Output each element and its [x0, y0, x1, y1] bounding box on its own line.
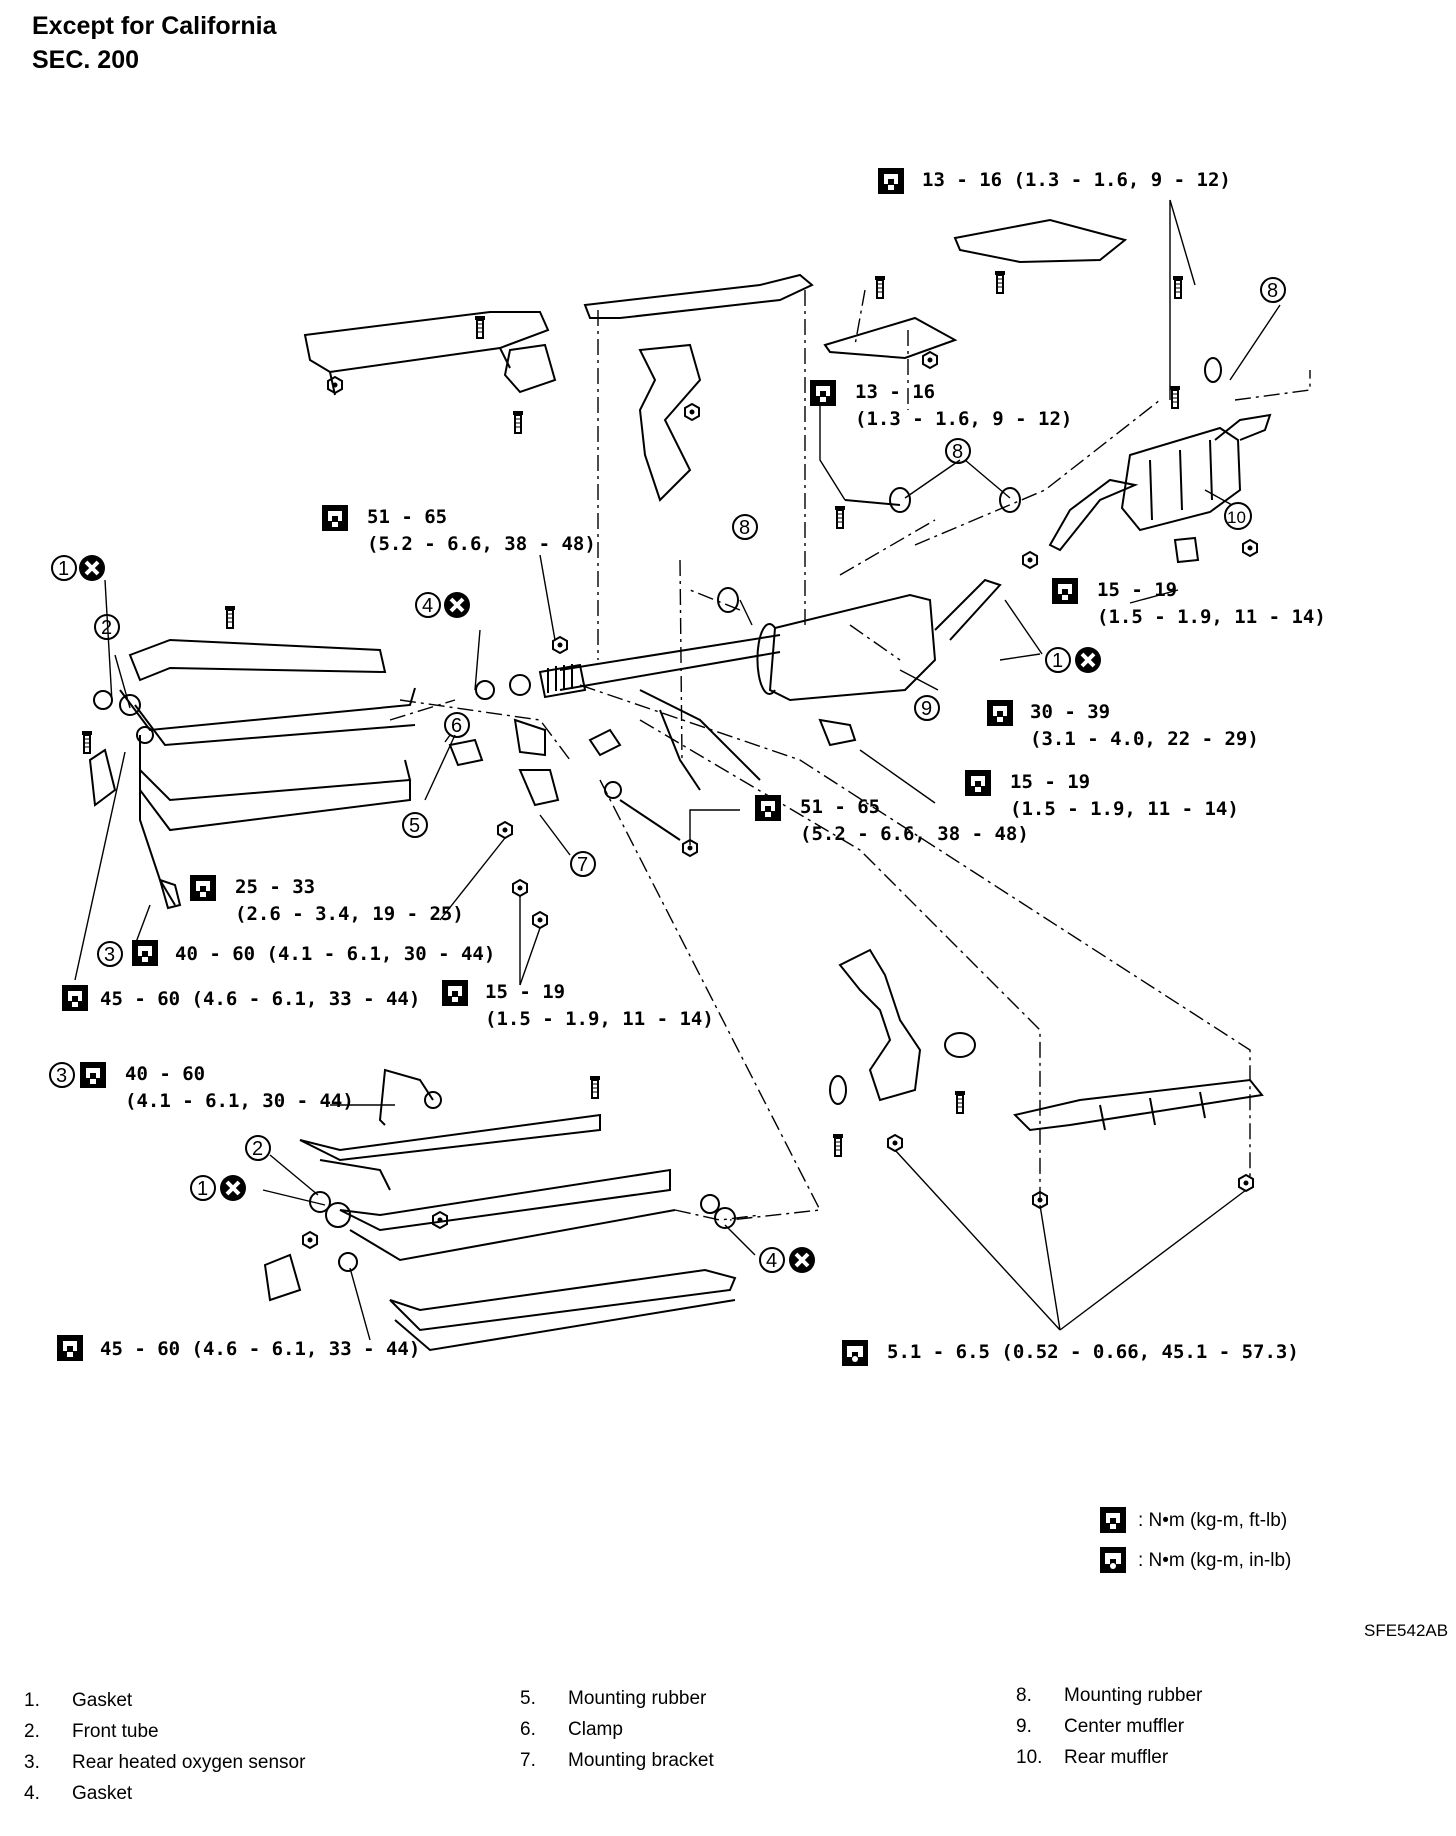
- callout-7: 7: [577, 854, 588, 876]
- torque-callout-4a: 15 - 19: [1097, 579, 1177, 601]
- torque-callout-8a: 25 - 33: [235, 876, 315, 898]
- torque-callout-3a: 51 - 65: [367, 506, 447, 528]
- torque-callout-9: 40 - 60 (4.1 - 6.1, 30 - 44): [175, 943, 495, 965]
- figure-id: SFE542AB: [1364, 1621, 1449, 1640]
- torque-callout-5a: 30 - 39: [1030, 701, 1110, 723]
- legend-item-2: 2.Front tube: [24, 1721, 159, 1742]
- callout-2-a: 2: [101, 617, 112, 639]
- torque-callout-6a: 15 - 19: [1010, 771, 1090, 793]
- heat-shield-center: [583, 273, 814, 502]
- torque-callout-8b: (2.6 - 3.4, 19 - 25): [235, 903, 464, 925]
- callout-3-b: 3: [56, 1065, 67, 1087]
- mounting-rubber-8: [717, 357, 1223, 613]
- rear-mounting-parts: [829, 948, 1264, 1209]
- legend-item-8: 8.Mounting rubber: [1016, 1685, 1203, 1706]
- callout-1-b: 1: [1052, 650, 1063, 672]
- exhaust-system-diagram: 13 - 16 (1.3 - 1.6, 9 - 12) 13 - 16 (1.3…: [49, 168, 1326, 1366]
- diagram-title: Except for California: [32, 12, 277, 40]
- units-key-inlb: : N•m (kg-m, in-lb): [1138, 1550, 1292, 1571]
- callout-1-a: 1: [58, 558, 69, 580]
- torque-callout-7b: (5.2 - 6.6, 38 - 48): [800, 823, 1029, 845]
- callout-5: 5: [409, 815, 420, 837]
- callout-2-b: 2: [252, 1138, 263, 1160]
- callout-3-a: 3: [104, 944, 115, 966]
- leader-lines: [74, 199, 1281, 1341]
- torque-callout-10: 45 - 60 (4.6 - 6.1, 33 - 44): [100, 988, 420, 1010]
- torque-callout-1: 13 - 16 (1.3 - 1.6, 9 - 12): [922, 169, 1231, 191]
- callout-1-c: 1: [197, 1178, 208, 1200]
- section-number: SEC. 200: [32, 46, 140, 74]
- units-key-ftlb: : N•m (kg-m, ft-lb): [1138, 1510, 1288, 1531]
- torque-callout-12b: (4.1 - 6.1, 30 - 44): [125, 1090, 354, 1112]
- callout-4-b: 4: [766, 1250, 777, 1272]
- torque-callout-14: 5.1 - 6.5 (0.52 - 0.66, 45.1 - 57.3): [887, 1341, 1299, 1363]
- legend-item-5: 5.Mounting rubber: [520, 1688, 707, 1709]
- torque-callout-4b: (1.5 - 1.9, 11 - 14): [1097, 606, 1326, 628]
- torque-callout-12a: 40 - 60: [125, 1063, 205, 1085]
- callout-4-a: 4: [422, 595, 433, 617]
- torque-callout-2a: 13 - 16: [855, 381, 935, 403]
- wrench-inlb-icon: [1100, 1547, 1126, 1573]
- front-tube-lower: [263, 1068, 737, 1352]
- torque-callout-6b: (1.5 - 1.9, 11 - 14): [1010, 798, 1239, 820]
- reference-lines: [389, 290, 1311, 1221]
- torque-callout-11a: 15 - 19: [485, 981, 565, 1003]
- center-muffler-drawing: [559, 578, 1002, 791]
- torque-callout-11b: (1.5 - 1.9, 11 - 14): [485, 1008, 714, 1030]
- callout-6: 6: [451, 715, 462, 737]
- legend-item-6: 6.Clamp: [520, 1719, 623, 1740]
- heat-shield-rear: [823, 218, 1128, 369]
- torque-callout-7a: 51 - 65: [800, 796, 880, 818]
- front-tube-upper: [81, 605, 416, 910]
- torque-callout-3b: (5.2 - 6.6, 38 - 48): [367, 533, 596, 555]
- legend-item-10: 10.Rear muffler: [1016, 1747, 1169, 1768]
- heat-shield-left: [303, 311, 557, 434]
- torque-callout-13: 45 - 60 (4.6 - 6.1, 33 - 44): [100, 1338, 420, 1360]
- callout-10: 10: [1227, 508, 1246, 527]
- legend-item-7: 7.Mounting bracket: [520, 1750, 714, 1771]
- callout-9: 9: [921, 698, 932, 720]
- legend-item-1: 1.Gasket: [24, 1690, 133, 1711]
- legend-item-3: 3.Rear heated oxygen sensor: [24, 1752, 306, 1773]
- flexible-joint: [448, 636, 698, 929]
- callout-8-a: 8: [739, 517, 750, 539]
- legend-item-9: 9.Center muffler: [1016, 1716, 1185, 1737]
- callout-8-c: 8: [1267, 280, 1278, 302]
- legend-item-4: 4.Gasket: [24, 1783, 133, 1804]
- torque-callout-5b: (3.1 - 4.0, 22 - 29): [1030, 728, 1259, 750]
- callout-8-b: 8: [952, 441, 963, 463]
- wrench-icon: [1100, 1507, 1126, 1533]
- part-callouts: 1 2 4 6 5 7 8 8 8 9 10 1 2 1 4: [51, 277, 1286, 1275]
- torque-callout-2b: (1.3 - 1.6, 9 - 12): [855, 408, 1072, 430]
